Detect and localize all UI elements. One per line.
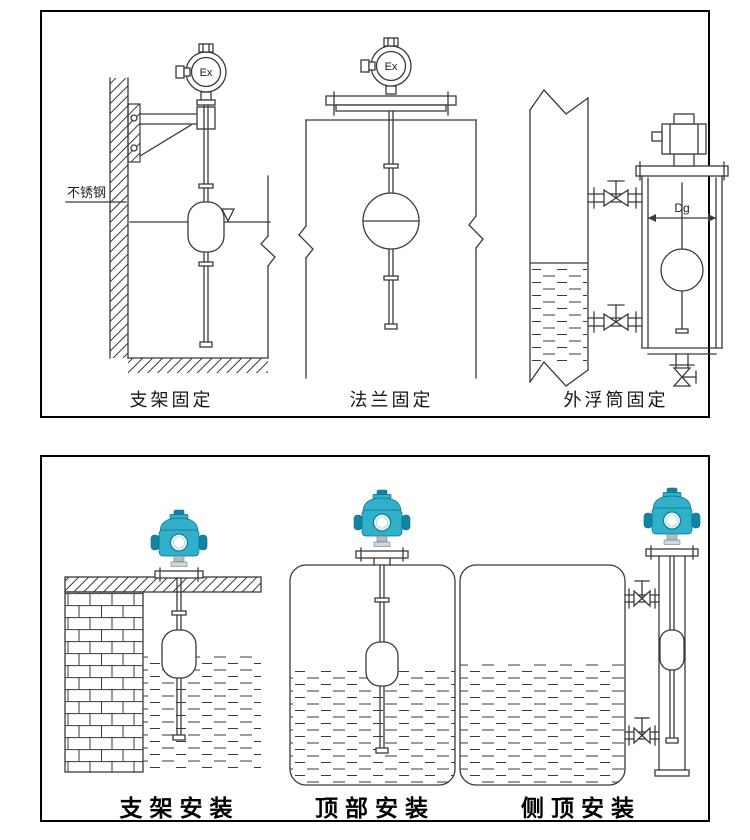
installation-methods-panel: 支架安装 顶部安装 侧顶安装 [40, 455, 710, 822]
float-level-sensor: Ex [175, 43, 227, 348]
valve-icon [603, 180, 629, 208]
tank-outline [459, 564, 626, 786]
chamber-head [651, 113, 707, 167]
tank [298, 119, 484, 379]
caption-bracket-fixing: 支架固定 [129, 390, 214, 410]
float [365, 641, 399, 687]
bracket-platform [64, 576, 262, 593]
fixing-methods-panel: 不锈钢 Ex [40, 10, 729, 418]
chamber-float [660, 182, 704, 334]
tank-outline [289, 564, 456, 786]
liquid [460, 660, 625, 785]
mounting-bracket [127, 103, 216, 163]
drain-assembly [669, 353, 697, 387]
caption-bracket-installation: 支架安装 [119, 795, 240, 821]
valve-icon [672, 367, 697, 387]
caption-flange-fixing: 法兰固定 [349, 390, 434, 410]
float [659, 629, 685, 671]
float-level-transmitter [353, 489, 411, 754]
liquid [532, 266, 587, 366]
float [161, 629, 197, 679]
brick-wall [64, 591, 144, 773]
top-installation-diagram [289, 489, 456, 786]
valve-icon [633, 580, 651, 608]
liquid [143, 655, 261, 772]
top-connecting-pipe [624, 580, 660, 609]
float-level-sensor: Ex [360, 37, 420, 330]
bottom-connecting-pipe [587, 304, 643, 333]
valve-icon [603, 304, 629, 332]
top-connecting-pipe [587, 180, 643, 209]
external-chamber-fixing-diagram: Dg [529, 88, 729, 387]
float-level-transmitter [150, 509, 208, 741]
flange-fixing-diagram: Ex [298, 37, 484, 379]
flange [154, 570, 204, 579]
bracket-installation-diagram [64, 509, 262, 773]
ex-head: Ex [360, 37, 412, 87]
flange [645, 548, 699, 557]
transmitter-head [150, 509, 208, 567]
pool-wall [109, 77, 276, 373]
transmitter-head [353, 489, 411, 547]
float-chamber [635, 161, 729, 355]
float-level-transmitter [643, 487, 701, 560]
vessel-wall-section [529, 88, 589, 387]
liquid [290, 670, 455, 785]
ex-marking: Ex [385, 61, 398, 73]
flange [355, 550, 409, 559]
caption-top-installation: 顶部安装 [315, 795, 435, 821]
external-float-tube [654, 555, 690, 777]
bracket-fixing-diagram: 不锈钢 Ex [65, 43, 276, 373]
caption-external-chamber-fixing: 外浮筒固定 [563, 390, 669, 410]
transmitter-head [643, 487, 701, 545]
flange [325, 91, 457, 116]
side-top-installation-diagram [459, 487, 701, 786]
valve-icon [633, 717, 651, 745]
ex-marking: Ex [200, 67, 213, 79]
stainless-steel-text: 不锈钢 [67, 185, 106, 200]
float [187, 201, 225, 253]
caption-side-top-installation: 侧顶安装 [521, 795, 641, 821]
ex-head: Ex [175, 43, 227, 93]
stainless-steel-label: 不锈钢 [65, 185, 127, 203]
bottom-connecting-pipe [624, 717, 660, 746]
